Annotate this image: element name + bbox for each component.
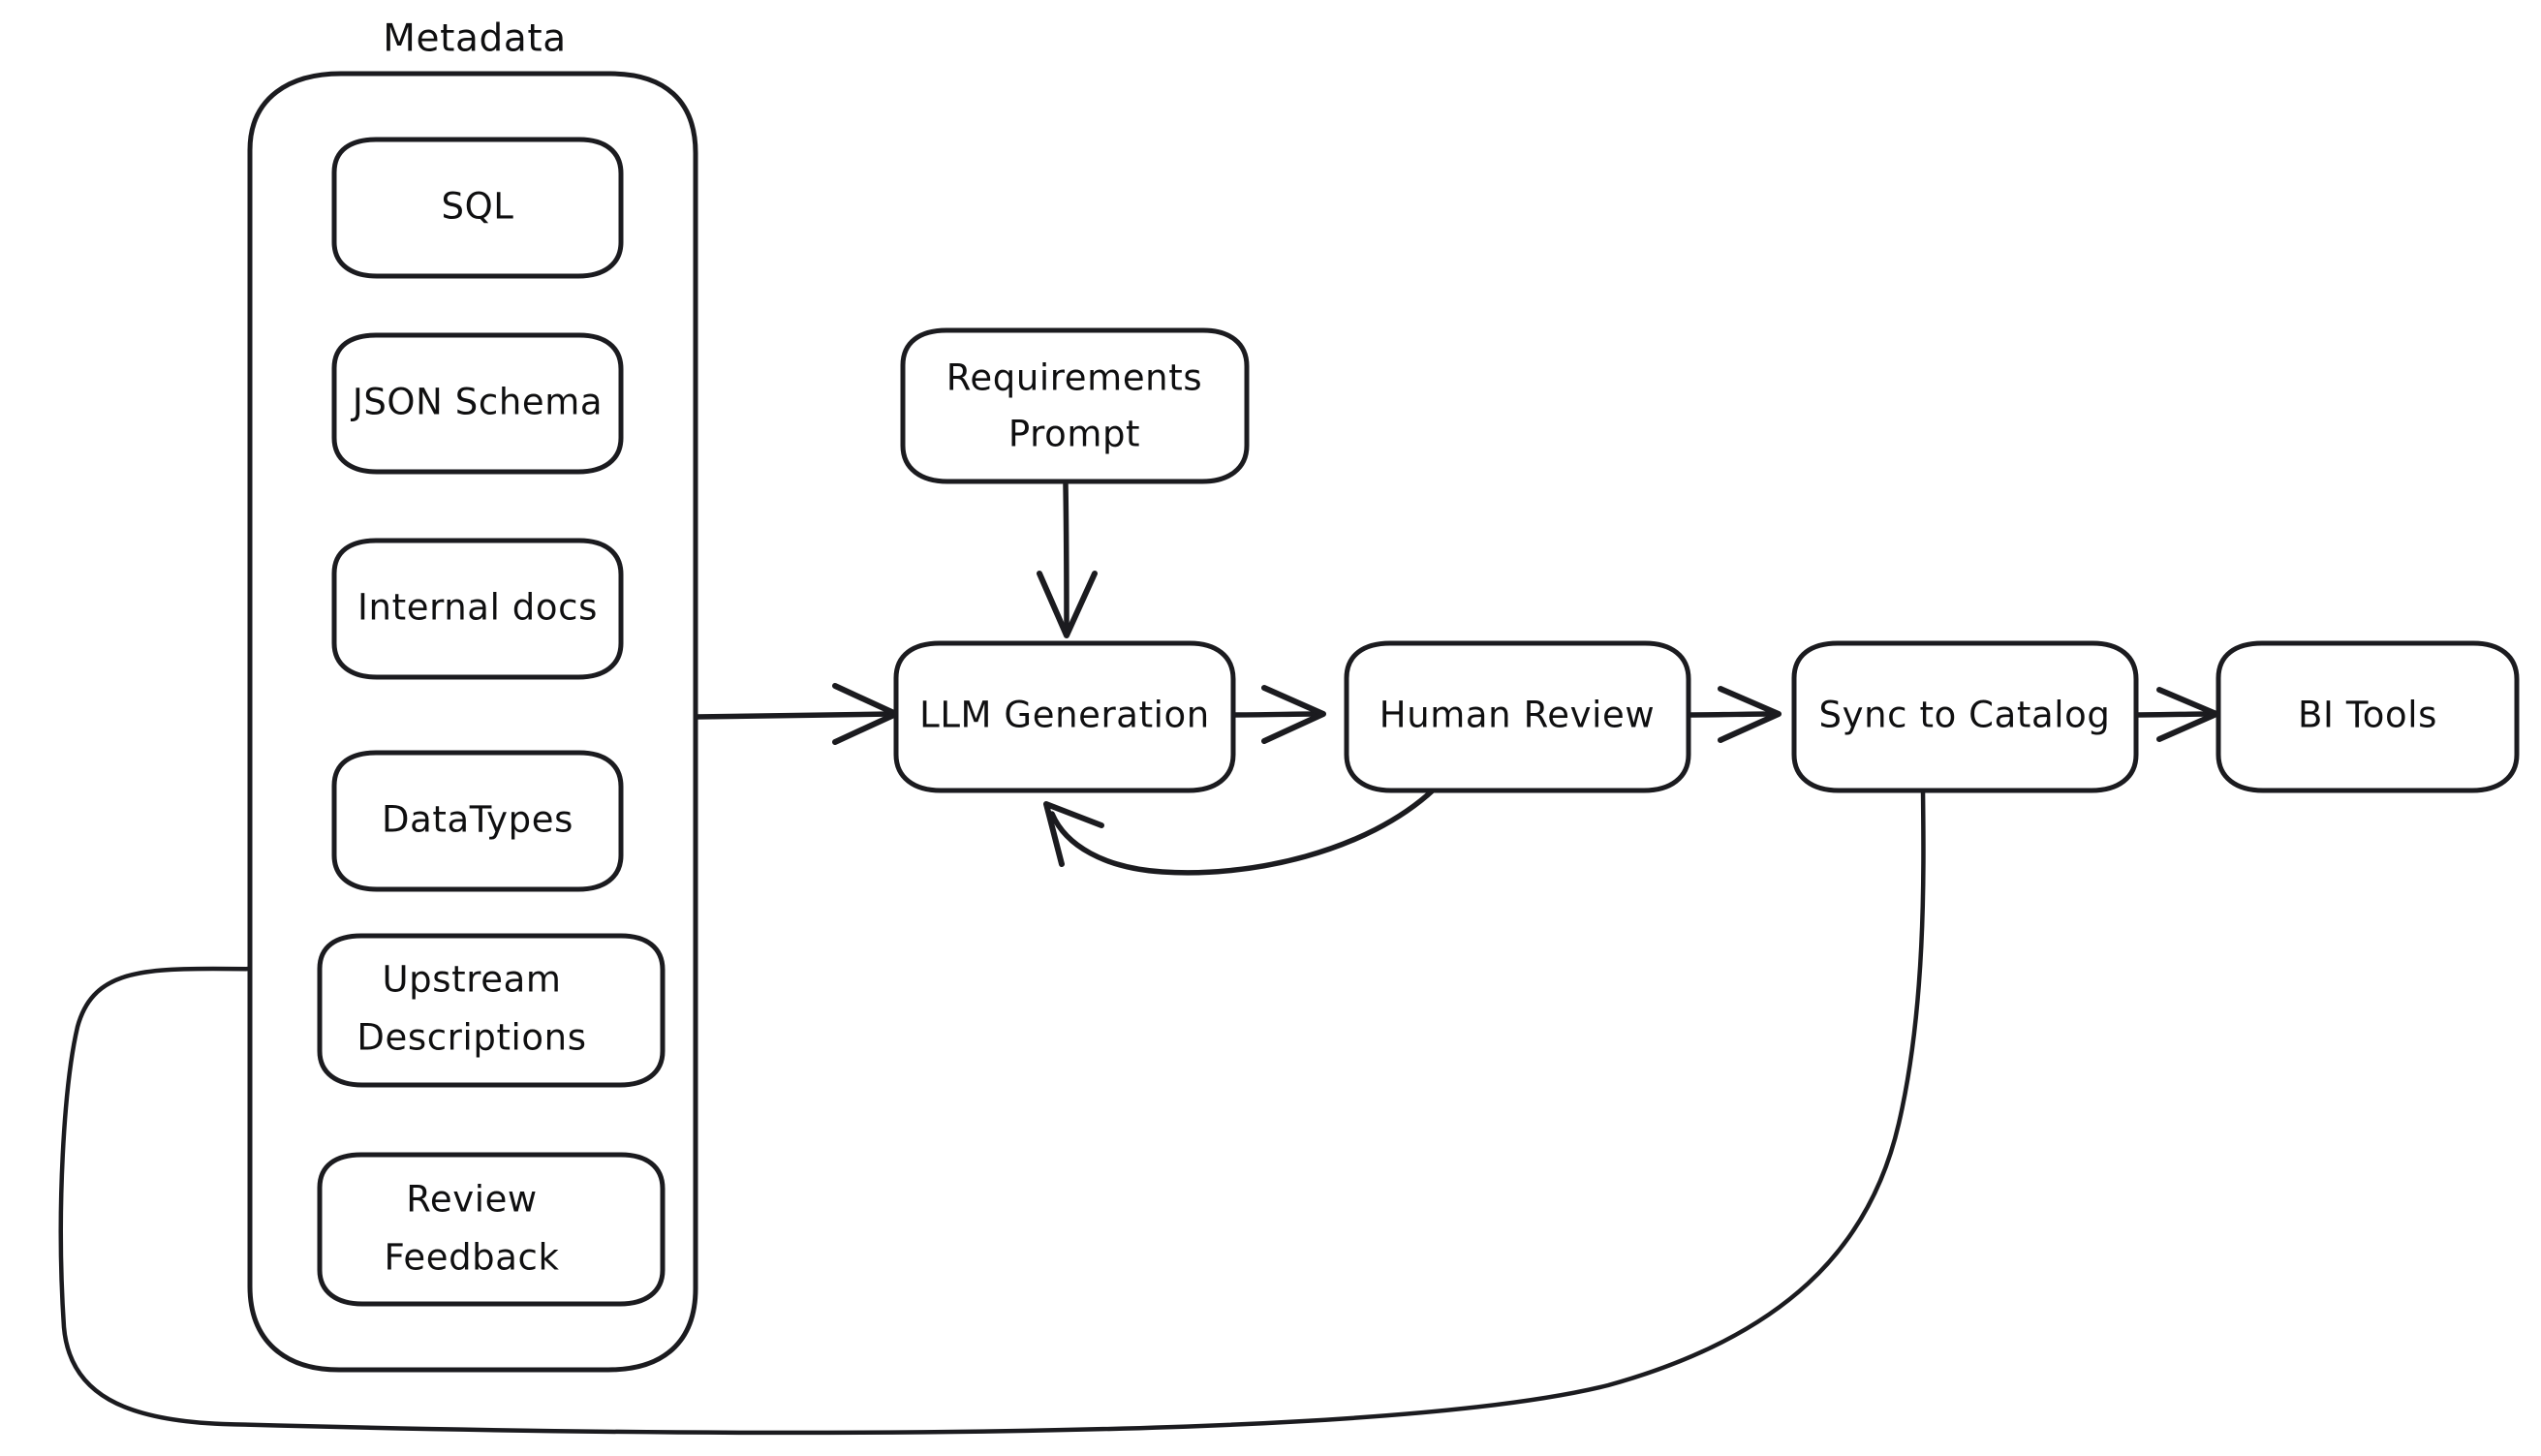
node-llm-generation[interactable]: LLM Generation (893, 640, 1236, 793)
node-datatypes[interactable]: DataTypes (331, 750, 624, 892)
node-sync-to-catalog[interactable]: Sync to Catalog (1791, 640, 2139, 793)
node-requirements-prompt[interactable]: Requirements Prompt (900, 327, 1250, 484)
node-internal-docs[interactable]: Internal docs (331, 538, 624, 680)
node-sql-label: SQL (441, 186, 513, 228)
node-internal-docs-label: Internal docs (357, 587, 598, 629)
node-llm-generation-label: LLM Generation (919, 695, 1210, 736)
node-sync-to-catalog-label: Sync to Catalog (1819, 695, 2111, 736)
node-datatypes-label: DataTypes (382, 799, 573, 841)
edge-review-to-sync (1683, 686, 1782, 743)
node-sql[interactable]: SQL (331, 137, 624, 279)
node-requirements-prompt-label-line1: Requirements (946, 357, 1202, 399)
node-json-schema-label: JSON Schema (351, 382, 603, 423)
edge-sync-to-bi (2130, 687, 2219, 742)
node-review-feedback-label-line2: Feedback (384, 1237, 559, 1279)
node-json-schema[interactable]: JSON Schema (331, 332, 624, 475)
node-human-review[interactable]: Human Review (1344, 640, 1691, 793)
node-bi-tools-label: BI Tools (2298, 695, 2437, 736)
node-upstream-descriptions-label-line2: Descriptions (356, 1017, 586, 1059)
edge-review-feedback-arc (1043, 787, 1437, 876)
metadata-group-label: Metadata (383, 17, 566, 61)
edge-metadata-to-llm (693, 683, 899, 745)
node-review-feedback[interactable]: Review Feedback (317, 1152, 666, 1307)
node-bi-tools[interactable]: BI Tools (2216, 640, 2520, 793)
node-review-feedback-label-line1: Review (406, 1179, 538, 1221)
node-upstream-descriptions[interactable]: Upstream Descriptions (317, 933, 666, 1088)
node-human-review-label: Human Review (1379, 695, 1655, 736)
node-upstream-descriptions-label-line1: Upstream (382, 959, 561, 1001)
edge-prompt-to-llm (1037, 481, 1098, 638)
edge-llm-to-review (1227, 685, 1326, 744)
node-requirements-prompt-label-line2: Prompt (1008, 414, 1140, 455)
